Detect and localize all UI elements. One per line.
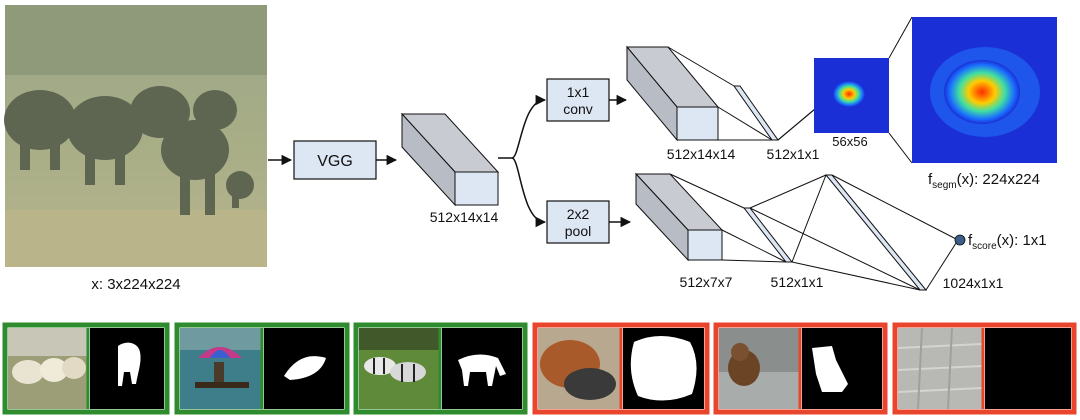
- score-vector1-label: 512x1x1: [771, 274, 824, 290]
- small-heatmap: [814, 58, 889, 133]
- conv-label-line2: conv: [563, 101, 593, 117]
- zebra-mask: [442, 328, 522, 409]
- score-feature-block: [634, 172, 724, 262]
- score-output-label: fscore(x): 1x1: [968, 232, 1047, 252]
- example-negative-pavement: [892, 322, 1077, 415]
- conv-1x1-block: 1x1 conv: [546, 78, 610, 122]
- segm-feature-label: 512x14x14: [667, 146, 736, 162]
- pool-2x2-block: 2x2 pool: [546, 200, 610, 244]
- zebra-image: [359, 328, 439, 409]
- sheep-mask: [90, 328, 164, 409]
- bear-image: [719, 328, 799, 409]
- boat-umbrella-image: [180, 328, 262, 409]
- pool-label-line2: pool: [565, 223, 591, 239]
- small-map-label: 56x56: [832, 134, 867, 149]
- trunk-feature-label: 512x14x14: [430, 209, 499, 225]
- pavement-image: [897, 327, 983, 410]
- trunk-feature-block: [400, 112, 500, 207]
- vgg-label: VGG: [317, 153, 353, 170]
- input-label: x: 3x224x224: [91, 276, 180, 293]
- vgg-block: VGG: [293, 140, 377, 180]
- pool-label-line1: 2x2: [567, 206, 590, 222]
- input-image: [4, 5, 267, 267]
- example-negative-bear: [713, 322, 888, 415]
- score-vector-1: [669, 173, 794, 263]
- segm-vector-label: 512x1x1: [767, 146, 820, 162]
- score-vector2-label: 1024x1x1: [943, 275, 1004, 291]
- score-feature-label: 512x7x7: [680, 274, 733, 290]
- examples-strip: [2, 322, 1077, 415]
- score-node: [954, 234, 966, 246]
- bags-mask: [623, 328, 704, 409]
- sheep-image: [8, 328, 87, 409]
- zoom-line-bottom: [888, 132, 913, 164]
- elephant-herd-icon: [4, 86, 254, 215]
- zoom-line-top: [888, 16, 913, 59]
- example-positive-boat: [174, 322, 350, 415]
- segm-feature-block: [625, 45, 720, 142]
- bags-image: [538, 328, 620, 409]
- example-negative-bags: [532, 322, 710, 415]
- fork-upper: [498, 94, 547, 159]
- score-vector-2: [749, 174, 959, 291]
- segmentation-heatmap: [912, 17, 1057, 163]
- bear-mask: [802, 328, 882, 409]
- example-positive-zebra: [353, 322, 528, 415]
- boat-umbrella-mask: [264, 328, 344, 409]
- example-positive-sheep: [2, 322, 170, 415]
- fork-lower: [511, 157, 547, 228]
- pavement-mask: [985, 328, 1071, 409]
- segm-output-label: fsegm(x): 224x224: [928, 171, 1040, 191]
- conv-label-line1: 1x1: [567, 84, 590, 100]
